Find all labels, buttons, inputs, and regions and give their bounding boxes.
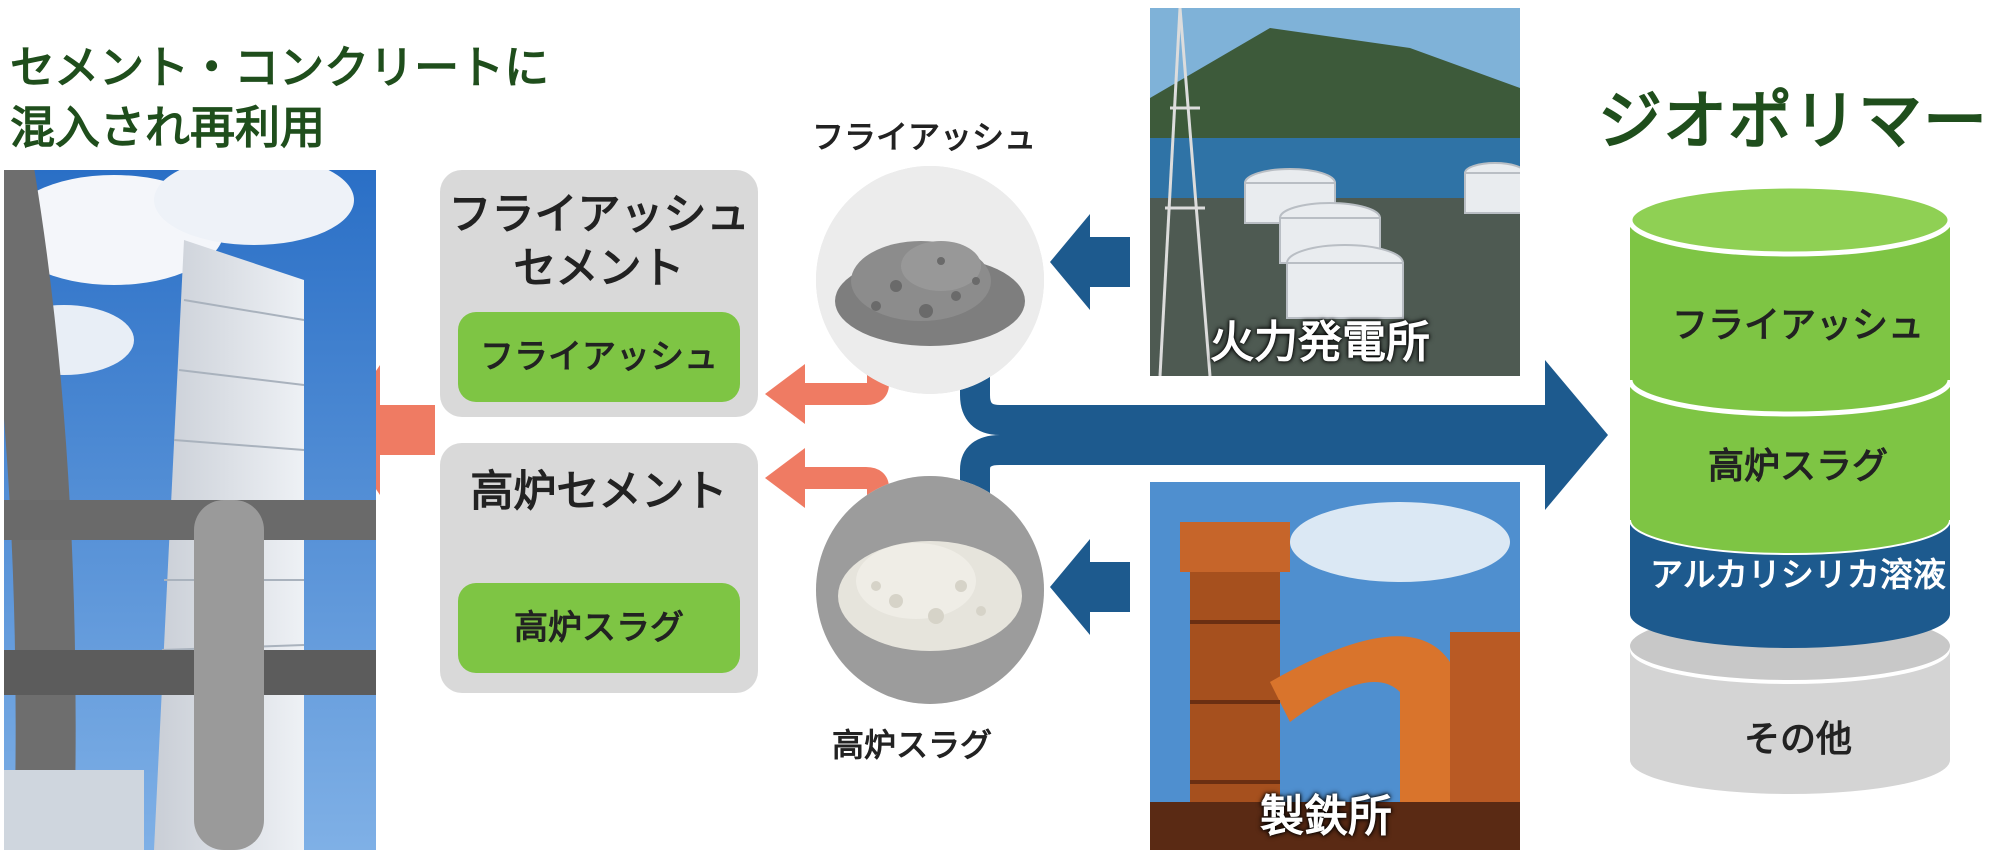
steelworks-illustration [1150,482,1520,850]
cylinder-layer-flyash [1630,220,1950,414]
blast-slag-component-pill: 高炉スラグ [458,583,740,673]
blast-slag-sample-photo [816,476,1044,704]
salmon-arrow-flyash-to-cement [795,372,889,405]
thermal-power-plant-photo: 火力発電所 [1150,8,1520,376]
cylinder-layer-alkali-silica [1630,520,1950,648]
blue-arrowhead-geopolymer [1545,360,1608,510]
slag-powder-illustration [816,476,1044,704]
fly-ash-powder-illustration [816,166,1044,394]
layer-label-other: その他 [1743,719,1852,760]
geopolymer-heading: ジオポリマー [1598,85,1988,159]
building-photo [4,170,376,850]
geopolymer-cylinder [1627,183,1953,794]
recycle-heading-line2: 混入され再利用 [10,101,326,154]
blue-flow-arrow-slag [960,435,1560,520]
blast-furnace-cement-title: 高炉セメント [470,467,728,517]
salmon-arrowhead-slag [765,448,805,508]
blue-arrow-steel-to-slag [1050,539,1130,635]
fly-ash-component-pill: フライアッシュ [458,312,740,402]
slag-sample-label: 高炉スラグ [832,726,993,764]
fly-ash-cement-title-line2: セメント [513,244,685,294]
cylinder-layer-other [1630,650,1950,794]
blue-arrow-plant-to-flyash [1050,214,1130,310]
blue-flow-arrow-flyash [960,360,1560,435]
layer-label-slag: 高炉スラグ [1707,446,1888,487]
blast-furnace-cement-box: 高炉セメント 高炉スラグ [440,443,758,693]
layer-label-alkali-silica: アルカリシリカ溶液 [1650,555,1946,594]
fly-ash-cement-title: フライアッシュ セメント [440,188,758,296]
recycle-heading-line1: セメント・コンクリートに [10,41,550,94]
steelworks-photo: 製鉄所 [1150,482,1520,850]
power-plant-illustration [1150,8,1520,376]
salmon-arrowhead-flyash [765,364,805,424]
recycle-heading: セメント・コンクリートに 混入され再利用 [10,38,549,158]
layer-label-flyash: フライアッシュ [1671,305,1924,346]
steelworks-label: 製鉄所 [1260,791,1392,842]
thermal-power-plant-label: 火力発電所 [1210,317,1430,368]
fly-ash-cement-box: フライアッシュ セメント フライアッシュ [440,170,758,417]
fly-ash-cement-title-line1: フライアッシュ [448,190,750,240]
fly-ash-sample-photo [816,166,1044,394]
building-illustration [4,170,376,850]
fly-ash-sample-label: フライアッシュ [812,118,1037,156]
cylinder-layer-slag [1630,380,1950,554]
